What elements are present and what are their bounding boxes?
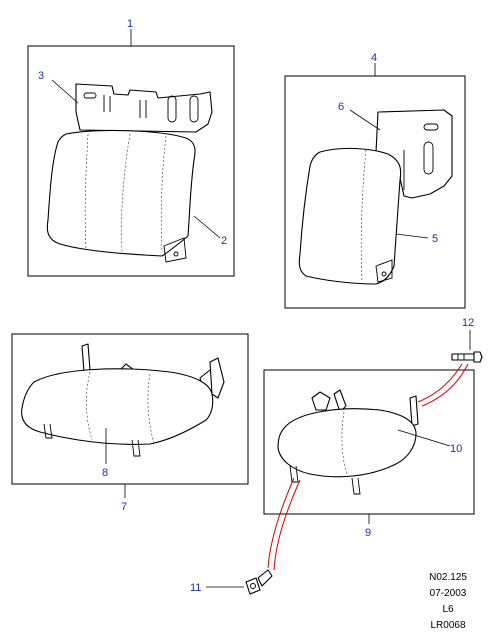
part-11-bolt (245, 569, 273, 595)
part-seat-belt-buckles-single (311, 389, 419, 427)
fitting-path-12 (417, 363, 463, 403)
group-4-single-seat-back-assembly: 4 6 5 (284, 52, 466, 309)
group-7-seat-cushion-assembly: 7 8 (11, 333, 249, 513)
callout-1: 1 (127, 18, 133, 30)
callout-5: 5 (432, 233, 438, 245)
callout-12: 12 (462, 317, 474, 329)
part-2-seat-back-cushion (46, 129, 196, 263)
part-3-back-panel (75, 83, 213, 133)
fitting-path-11b (273, 479, 301, 571)
callout-8: 8 (102, 467, 108, 479)
group-9-single-seat-cushion-assembly: 9 10 (263, 369, 475, 539)
callout-11: 11 (190, 582, 201, 594)
reference-model: L6 (442, 604, 454, 615)
fitting-path-11 (267, 477, 295, 569)
part-12-screw (451, 351, 483, 363)
part-5-seat-back-cushion (298, 147, 402, 285)
part-8-seat-cushion (21, 368, 214, 457)
reference-code: N02.125 (429, 572, 467, 583)
callout-2: 2 (221, 235, 227, 247)
callout-9: 9 (365, 527, 371, 539)
frame-group-7 (11, 333, 249, 485)
callout-7: 7 (121, 501, 127, 513)
part-10-seat-cushion (277, 408, 417, 495)
reference-drawing: LR0068 (430, 620, 466, 631)
group-1-seat-back-assembly: 1 3 2 (27, 18, 235, 277)
callout-3: 3 (38, 70, 44, 82)
fitting-path-12b (421, 363, 469, 407)
callout-10: 10 (450, 443, 462, 455)
callout-4: 4 (371, 52, 377, 64)
callout-6: 6 (338, 101, 344, 113)
part-6-back-panel (375, 109, 453, 199)
reference-date: 07-2003 (429, 588, 467, 599)
